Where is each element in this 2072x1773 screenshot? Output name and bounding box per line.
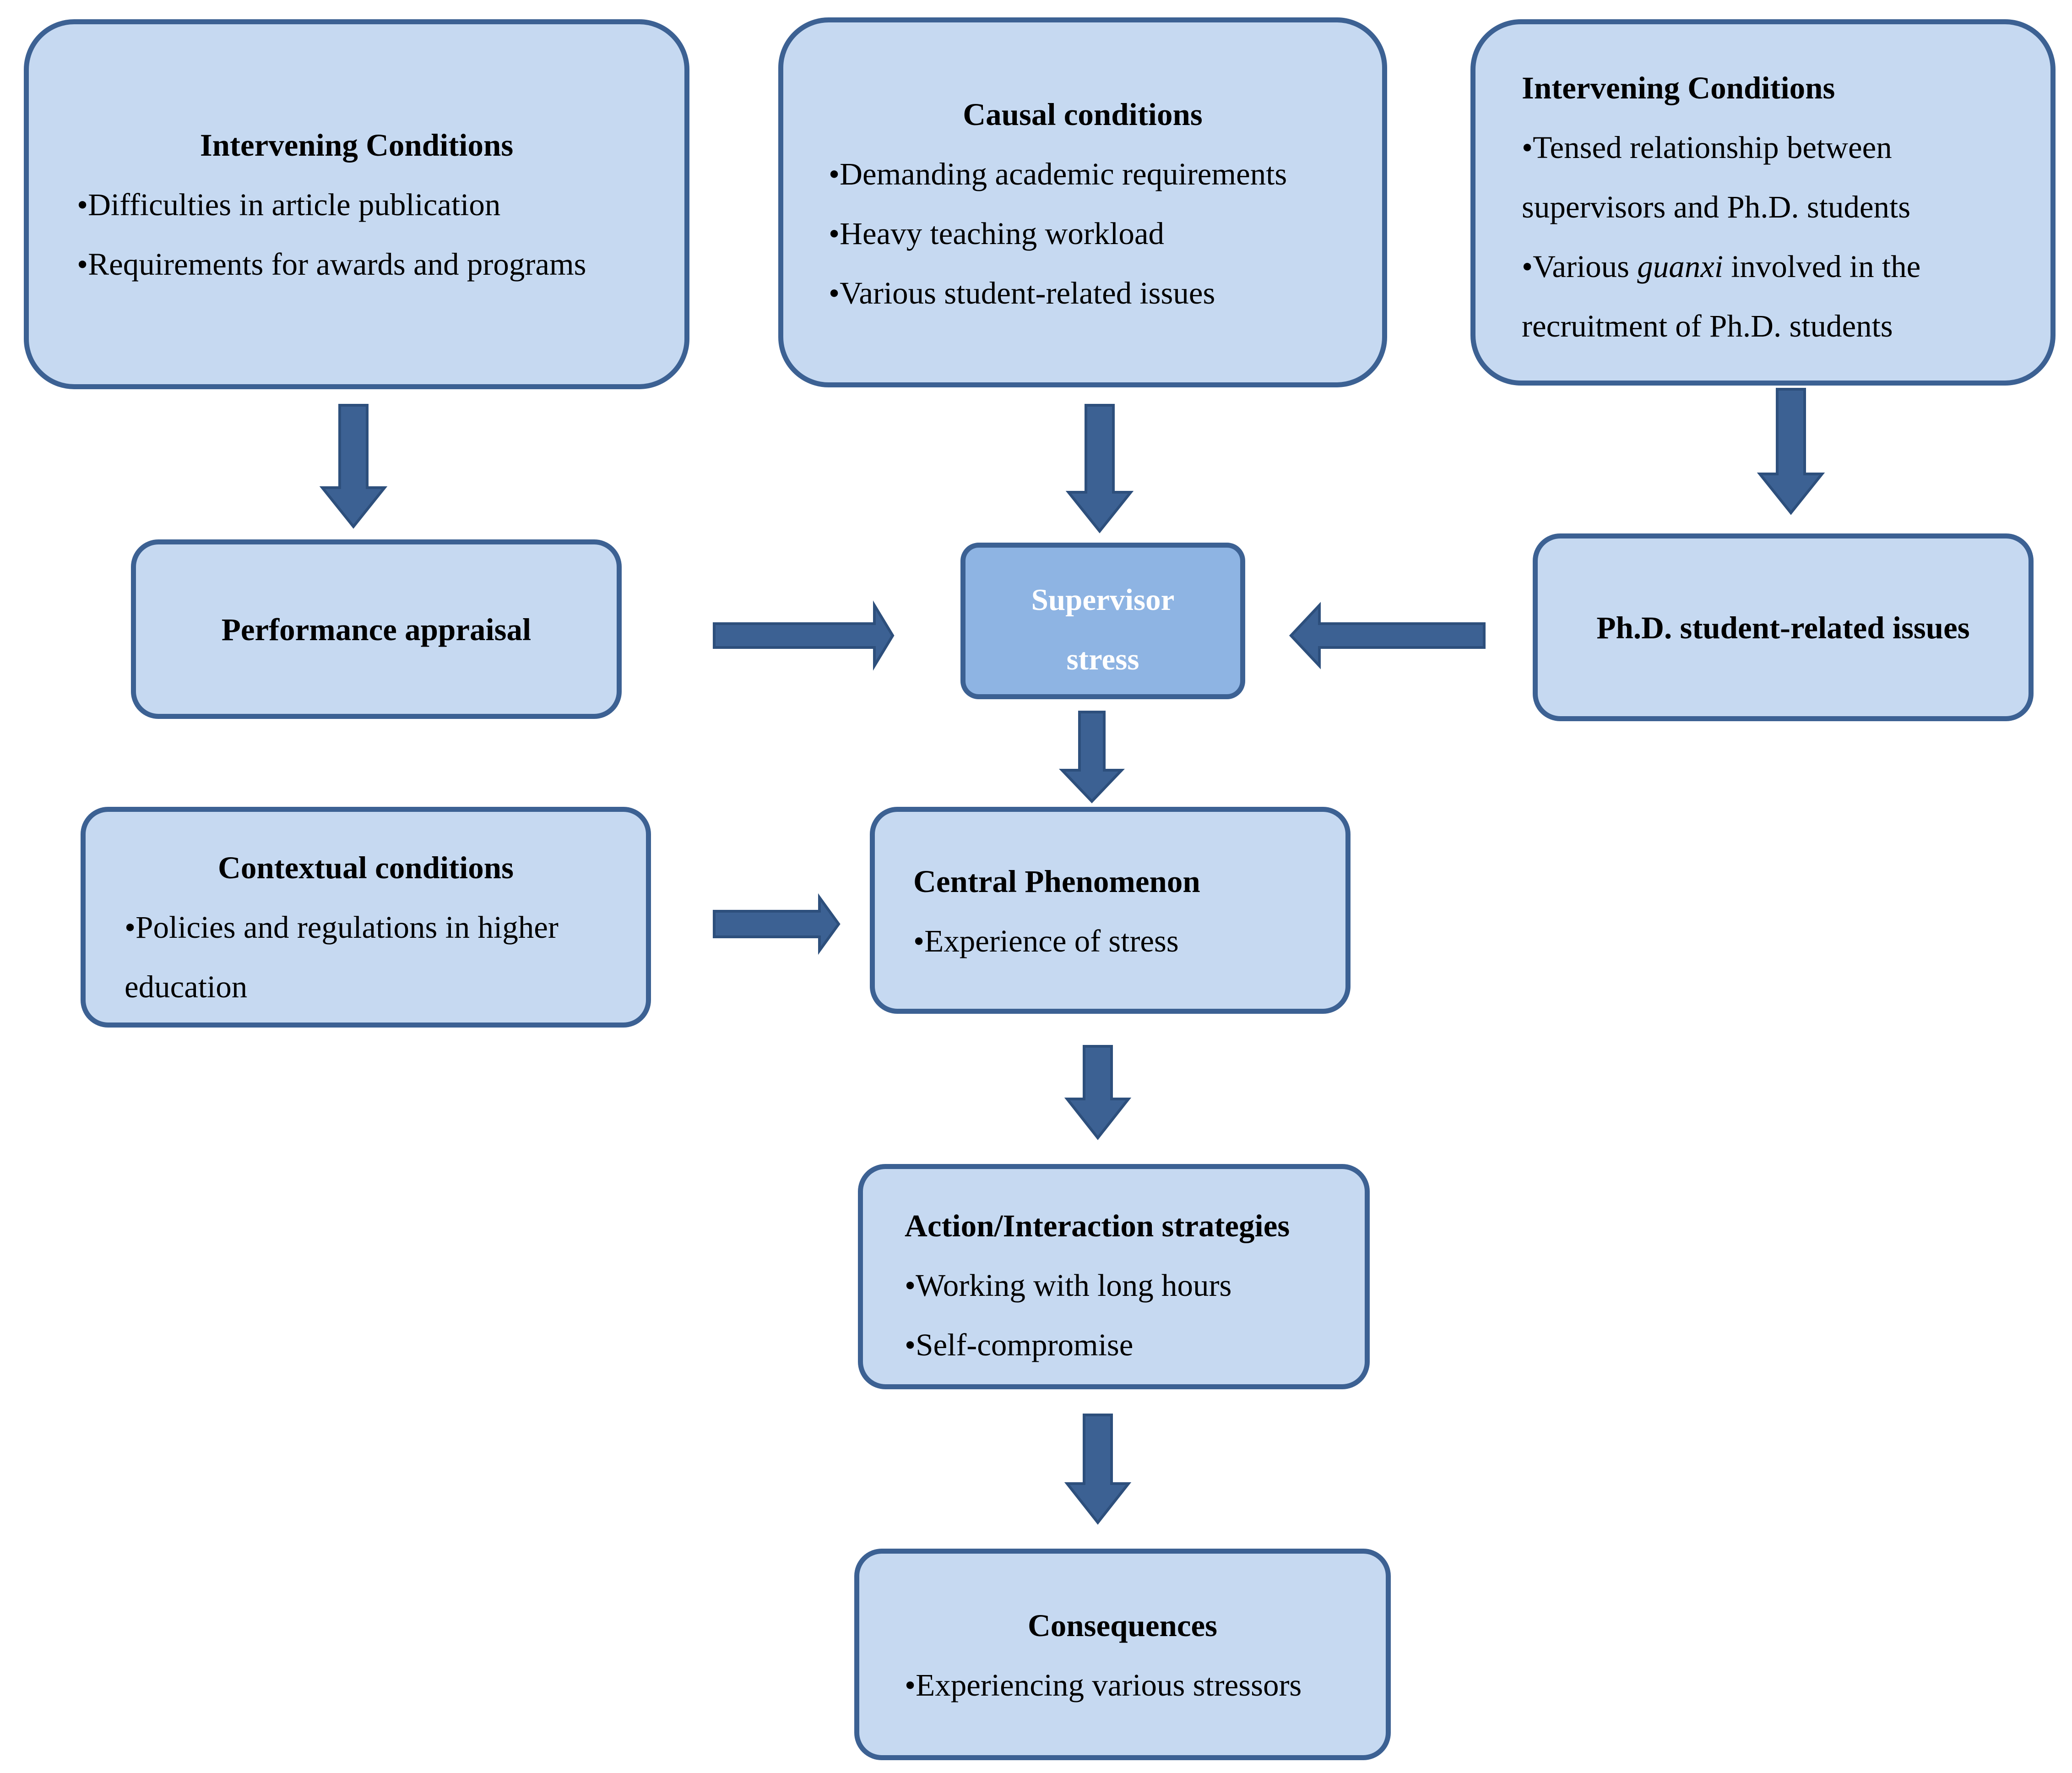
arrow-down-causal (1065, 404, 1134, 533)
central-title: Central Phenomenon (913, 864, 1200, 899)
arrow-down-intervening-right (1757, 388, 1825, 515)
action-item-2: •Self-compromise (905, 1327, 1134, 1362)
intervening-left-item-2: •Requirements for awards and programs (77, 247, 586, 282)
performance-appraisal-box (131, 539, 622, 719)
causal-item-1: •Demanding academic requirements (829, 157, 1287, 191)
causal-item-3: •Various student-related issues (829, 276, 1215, 310)
intervening-left-title: Intervening Conditions (200, 128, 514, 163)
causal-conditions-box (778, 17, 1387, 387)
intervening-right-line-1: •Tensed relationship between (1522, 130, 1892, 165)
consequences-title: Consequences (1027, 1608, 1218, 1643)
arrow-down-central (1064, 1045, 1132, 1140)
intervening-left-item-1: •Difficulties in article publication (77, 187, 501, 222)
phd-student-issues-label: Ph.D. student-related issues (1596, 610, 1970, 645)
arrow-right-contextual (713, 893, 841, 955)
supervisor-stress-line-1: Supervisor (1031, 583, 1175, 617)
intervening-conditions-right-box (1470, 19, 2056, 386)
performance-appraisal-label: Performance appraisal (221, 612, 532, 647)
phd-student-issues-box (1533, 533, 2034, 721)
contextual-title: Contextual conditions (218, 850, 514, 885)
guanxi-term: guanxi (1637, 249, 1724, 284)
contextual-line-1: •Policies and regulations in higher (125, 910, 559, 945)
central-phenomenon-box (870, 807, 1351, 1014)
line-3-prefix: •Various (1522, 249, 1638, 284)
central-item-1: •Experience of stress (913, 924, 1179, 958)
arrow-right-performance (713, 600, 895, 671)
contextual-line-2: education (125, 969, 248, 1004)
contextual-conditions-box (81, 807, 651, 1028)
intervening-right-title: Intervening Conditions (1522, 71, 1835, 105)
arrow-down-action (1064, 1414, 1132, 1525)
arrow-down-intervening-left (319, 404, 388, 529)
causal-item-2: •Heavy teaching workload (829, 216, 1165, 251)
intervening-right-line-2: supervisors and Ph.D. students (1522, 190, 1911, 224)
arrow-down-supervisor (1058, 711, 1125, 804)
consequences-box (854, 1549, 1391, 1760)
action-item-1: •Working with long hours (905, 1268, 1232, 1303)
line-3-suffix: involved in the (1723, 249, 1921, 284)
intervening-right-line-4: recruitment of Ph.D. students (1522, 309, 1893, 343)
intervening-conditions-left-box (24, 19, 689, 389)
supervisor-stress-line-2: stress (1066, 642, 1139, 676)
causal-title: Causal conditions (963, 97, 1203, 132)
supervisor-stress-box (960, 543, 1245, 699)
intervening-right-line-3: •Various guanxi involved in the (1522, 237, 1920, 296)
action-title: Action/Interaction strategies (905, 1208, 1290, 1243)
action-strategies-box (858, 1164, 1370, 1389)
arrow-left-phd-issues (1289, 602, 1486, 669)
consequences-item-1: •Experiencing various stressors (905, 1668, 1302, 1702)
